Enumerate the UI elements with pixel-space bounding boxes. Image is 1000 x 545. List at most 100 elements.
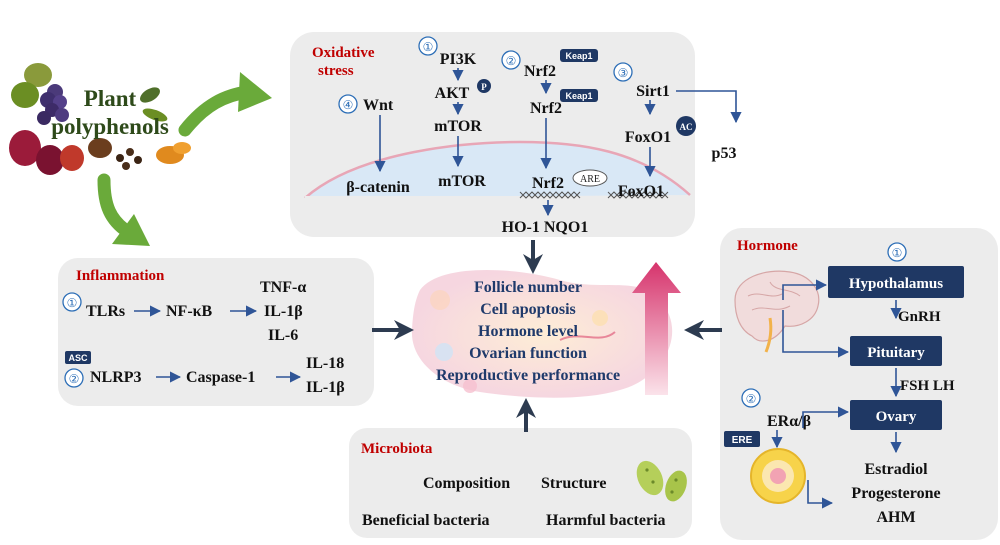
inflammation-marker-1 <box>62 292 82 312</box>
oxidative-marker-4-text: ④ <box>343 98 354 112</box>
il1b-a-label: IL-1β <box>264 303 303 320</box>
follicle-icon <box>750 448 806 504</box>
oxidative-marker-2-text: ② <box>506 54 517 68</box>
cell-membrane-outline <box>304 140 691 199</box>
plant-title-line1: Plant <box>84 86 137 111</box>
inflammation-title: Inflammation <box>76 268 165 284</box>
ere-tag <box>724 431 760 447</box>
harmful-label: Harmful bacteria <box>546 512 666 529</box>
phospho-badge-text: P <box>481 82 487 92</box>
inflammation-marker-2-text: ② <box>69 372 80 386</box>
inflammation-marker-1-text: ① <box>67 296 78 310</box>
hormone-marker-2 <box>741 388 761 408</box>
progesterone-label: Progesterone <box>851 485 940 502</box>
effect-line-3: Hormone level <box>478 323 579 340</box>
pi3k-label: PI3K <box>440 51 477 68</box>
gnrh-label: GnRH <box>898 309 941 325</box>
arrow-brain-hypothalamus <box>782 279 828 300</box>
hormone-marker-1 <box>887 242 907 262</box>
phospho-badge <box>477 79 491 93</box>
composition-label: Composition <box>423 475 510 492</box>
keap1-tag-mid <box>560 89 598 102</box>
keap1-tag-top-text: Keap1 <box>565 51 592 61</box>
ere-tag-text: ERE <box>732 435 753 446</box>
arrow-sirt1-p53 <box>676 90 742 124</box>
foxo1-top-label: FoxO1 <box>625 129 671 146</box>
microbiota-title: Microbiota <box>361 441 433 457</box>
effect-line-2: Cell apoptosis <box>480 301 576 318</box>
hypothalamus-box <box>828 266 964 298</box>
tnf-label: TNF-α <box>260 279 306 296</box>
acetyl-badge <box>676 116 696 136</box>
oxidative-marker-4 <box>338 94 358 114</box>
arrow-follicle-hormones <box>807 480 834 509</box>
nlrp3-label: NLRP3 <box>90 369 142 386</box>
hypothalamus-label: Hypothalamus <box>849 276 943 292</box>
oxidative-marker-2 <box>501 50 521 70</box>
beneficial-label: Beneficial bacteria <box>362 512 490 529</box>
are-element <box>572 169 608 187</box>
arrow-brain-pituitary <box>782 310 850 358</box>
sirt1-label: Sirt1 <box>636 83 670 100</box>
ho1-nqo1-label: HO-1 NQO1 <box>502 219 589 236</box>
beta-catenin-label: β-catenin <box>346 179 410 196</box>
effect-line-1: Follicle number <box>474 279 582 296</box>
microbiota-panel <box>349 428 692 538</box>
dna-strand-2 <box>607 191 669 199</box>
ovary-illustration <box>411 269 673 398</box>
oxidative-marker-1-text: ① <box>423 40 434 54</box>
il18-label: IL-18 <box>306 355 344 372</box>
akt-label: AKT <box>435 85 470 102</box>
structure-label: Structure <box>541 475 606 492</box>
mtor-top-label: mTOR <box>434 118 482 135</box>
oxidative-marker-3-text: ③ <box>618 66 629 80</box>
mtor-bottom-label: mTOR <box>438 173 486 190</box>
green-arrowhead-inflammation <box>112 214 150 246</box>
are-text: ARE <box>580 174 600 185</box>
caspase-label: Caspase-1 <box>186 369 255 386</box>
foxo1-bottom-label: FoxO1 <box>618 183 664 200</box>
p53-label: p53 <box>712 145 737 162</box>
oxidative-marker-3 <box>613 62 633 82</box>
plant-polyphenols-image <box>9 63 191 175</box>
bacteria-icon <box>636 460 687 502</box>
pituitary-box <box>850 336 942 366</box>
oxidative-marker-1 <box>418 36 438 56</box>
dna-strand-1 <box>519 191 581 199</box>
dna-strand-2b <box>607 191 669 199</box>
nfkb-label: NF-κB <box>166 303 213 320</box>
effect-line-4: Ovarian function <box>469 345 587 362</box>
acetyl-badge-text: AC <box>680 122 693 132</box>
effect-line-5: Reproductive performance <box>436 367 620 384</box>
nrf2-bottom-label: Nrf2 <box>532 175 564 192</box>
il1b-b-label: IL-1β <box>306 379 345 396</box>
il6-label: IL-6 <box>268 327 298 344</box>
plant-title-line2: polyphenols <box>51 114 169 139</box>
asc-tag-text: ASC <box>68 353 88 363</box>
dna-strand-1b <box>519 191 581 199</box>
hormone-marker-1-text: ① <box>892 246 903 260</box>
er-label: ERα/β <box>767 413 811 430</box>
green-arrow-to-inflammation <box>97 173 135 239</box>
arrow-er-ovary <box>802 406 850 428</box>
ahm-label: AHM <box>876 509 915 526</box>
keap1-tag-top <box>560 49 598 62</box>
estradiol-label: Estradiol <box>864 461 928 478</box>
nrf2-mid-label: Nrf2 <box>530 100 562 117</box>
oxidative-title-line1: Oxidative <box>312 45 375 61</box>
oxidative-title-line2: stress <box>318 63 354 79</box>
hormone-marker-2-text: ② <box>746 392 757 406</box>
hormone-title: Hormone <box>737 238 798 254</box>
tlrs-label: TLRs <box>86 303 125 320</box>
ovary-box <box>850 400 942 430</box>
fsh-lh-label: FSH LH <box>900 378 955 394</box>
green-arrowhead-oxidative <box>238 72 272 112</box>
inflammation-panel <box>58 258 374 406</box>
increase-arrow <box>632 262 681 395</box>
wnt-label: Wnt <box>363 97 394 114</box>
pituitary-label: Pituitary <box>867 345 925 361</box>
ovary-label: Ovary <box>876 409 917 425</box>
keap1-tag-mid-text: Keap1 <box>565 91 592 101</box>
inflammation-marker-2 <box>64 368 84 388</box>
